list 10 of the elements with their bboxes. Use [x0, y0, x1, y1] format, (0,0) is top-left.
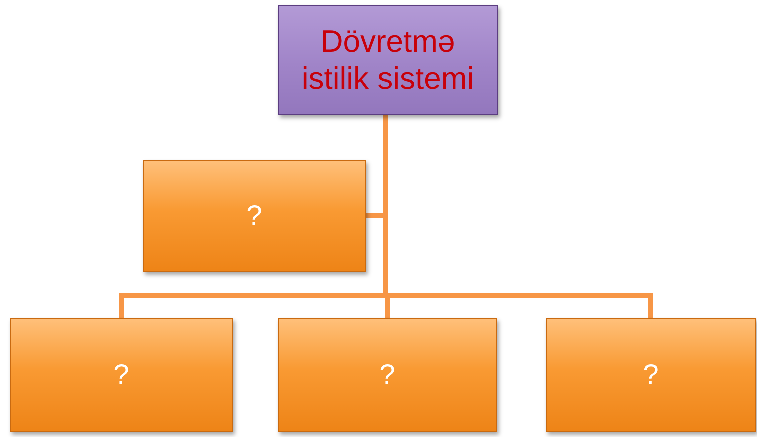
- child-box: [143, 160, 366, 272]
- child-box: [10, 318, 233, 432]
- box-text: ?: [246, 199, 262, 233]
- child-box: [546, 318, 756, 432]
- child-box: [278, 318, 497, 432]
- root-box: [278, 5, 498, 115]
- box-text: ?: [114, 358, 130, 392]
- box-text: ?: [643, 358, 659, 392]
- box-text: ?: [380, 358, 396, 392]
- box-title: Dövretmə istilik sistemi: [300, 22, 476, 98]
